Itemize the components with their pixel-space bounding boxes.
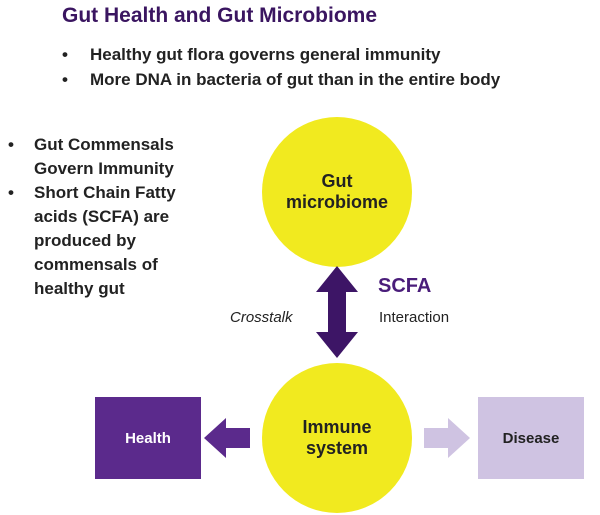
arrow-left-icon (204, 418, 250, 458)
scfa-label: SCFA (378, 275, 432, 297)
gut-microbiome-node: Gut microbiome (262, 117, 412, 267)
disease-box: Disease (478, 397, 584, 479)
health-box: Health (95, 397, 201, 479)
bullet-item: More DNA in bacteria of gut than in the … (62, 67, 500, 92)
bullet-item: Short Chain Fatty acids (SCFA) are produ… (8, 181, 208, 301)
immune-system-node: Immune system (262, 363, 412, 513)
disease-label: Disease (502, 429, 560, 447)
arrow-right-icon (424, 418, 470, 458)
slide-title: Gut Health and Gut Microbiome (62, 4, 378, 27)
health-label: Health (125, 429, 171, 447)
bullet-item: Healthy gut flora governs general immuni… (62, 42, 500, 67)
top-bullet-list: Healthy gut flora governs general immuni… (62, 42, 500, 92)
immune-system-label: Immune system (302, 417, 372, 458)
interaction-label: Interaction (379, 309, 450, 326)
crosstalk-label: Crosstalk (230, 309, 293, 326)
gut-microbiome-label: Gut microbiome (285, 171, 389, 212)
double-arrow-icon (316, 266, 358, 358)
left-bullet-list: Gut Commensals Govern Immunity Short Cha… (8, 133, 208, 301)
bullet-item: Gut Commensals Govern Immunity (8, 133, 208, 181)
